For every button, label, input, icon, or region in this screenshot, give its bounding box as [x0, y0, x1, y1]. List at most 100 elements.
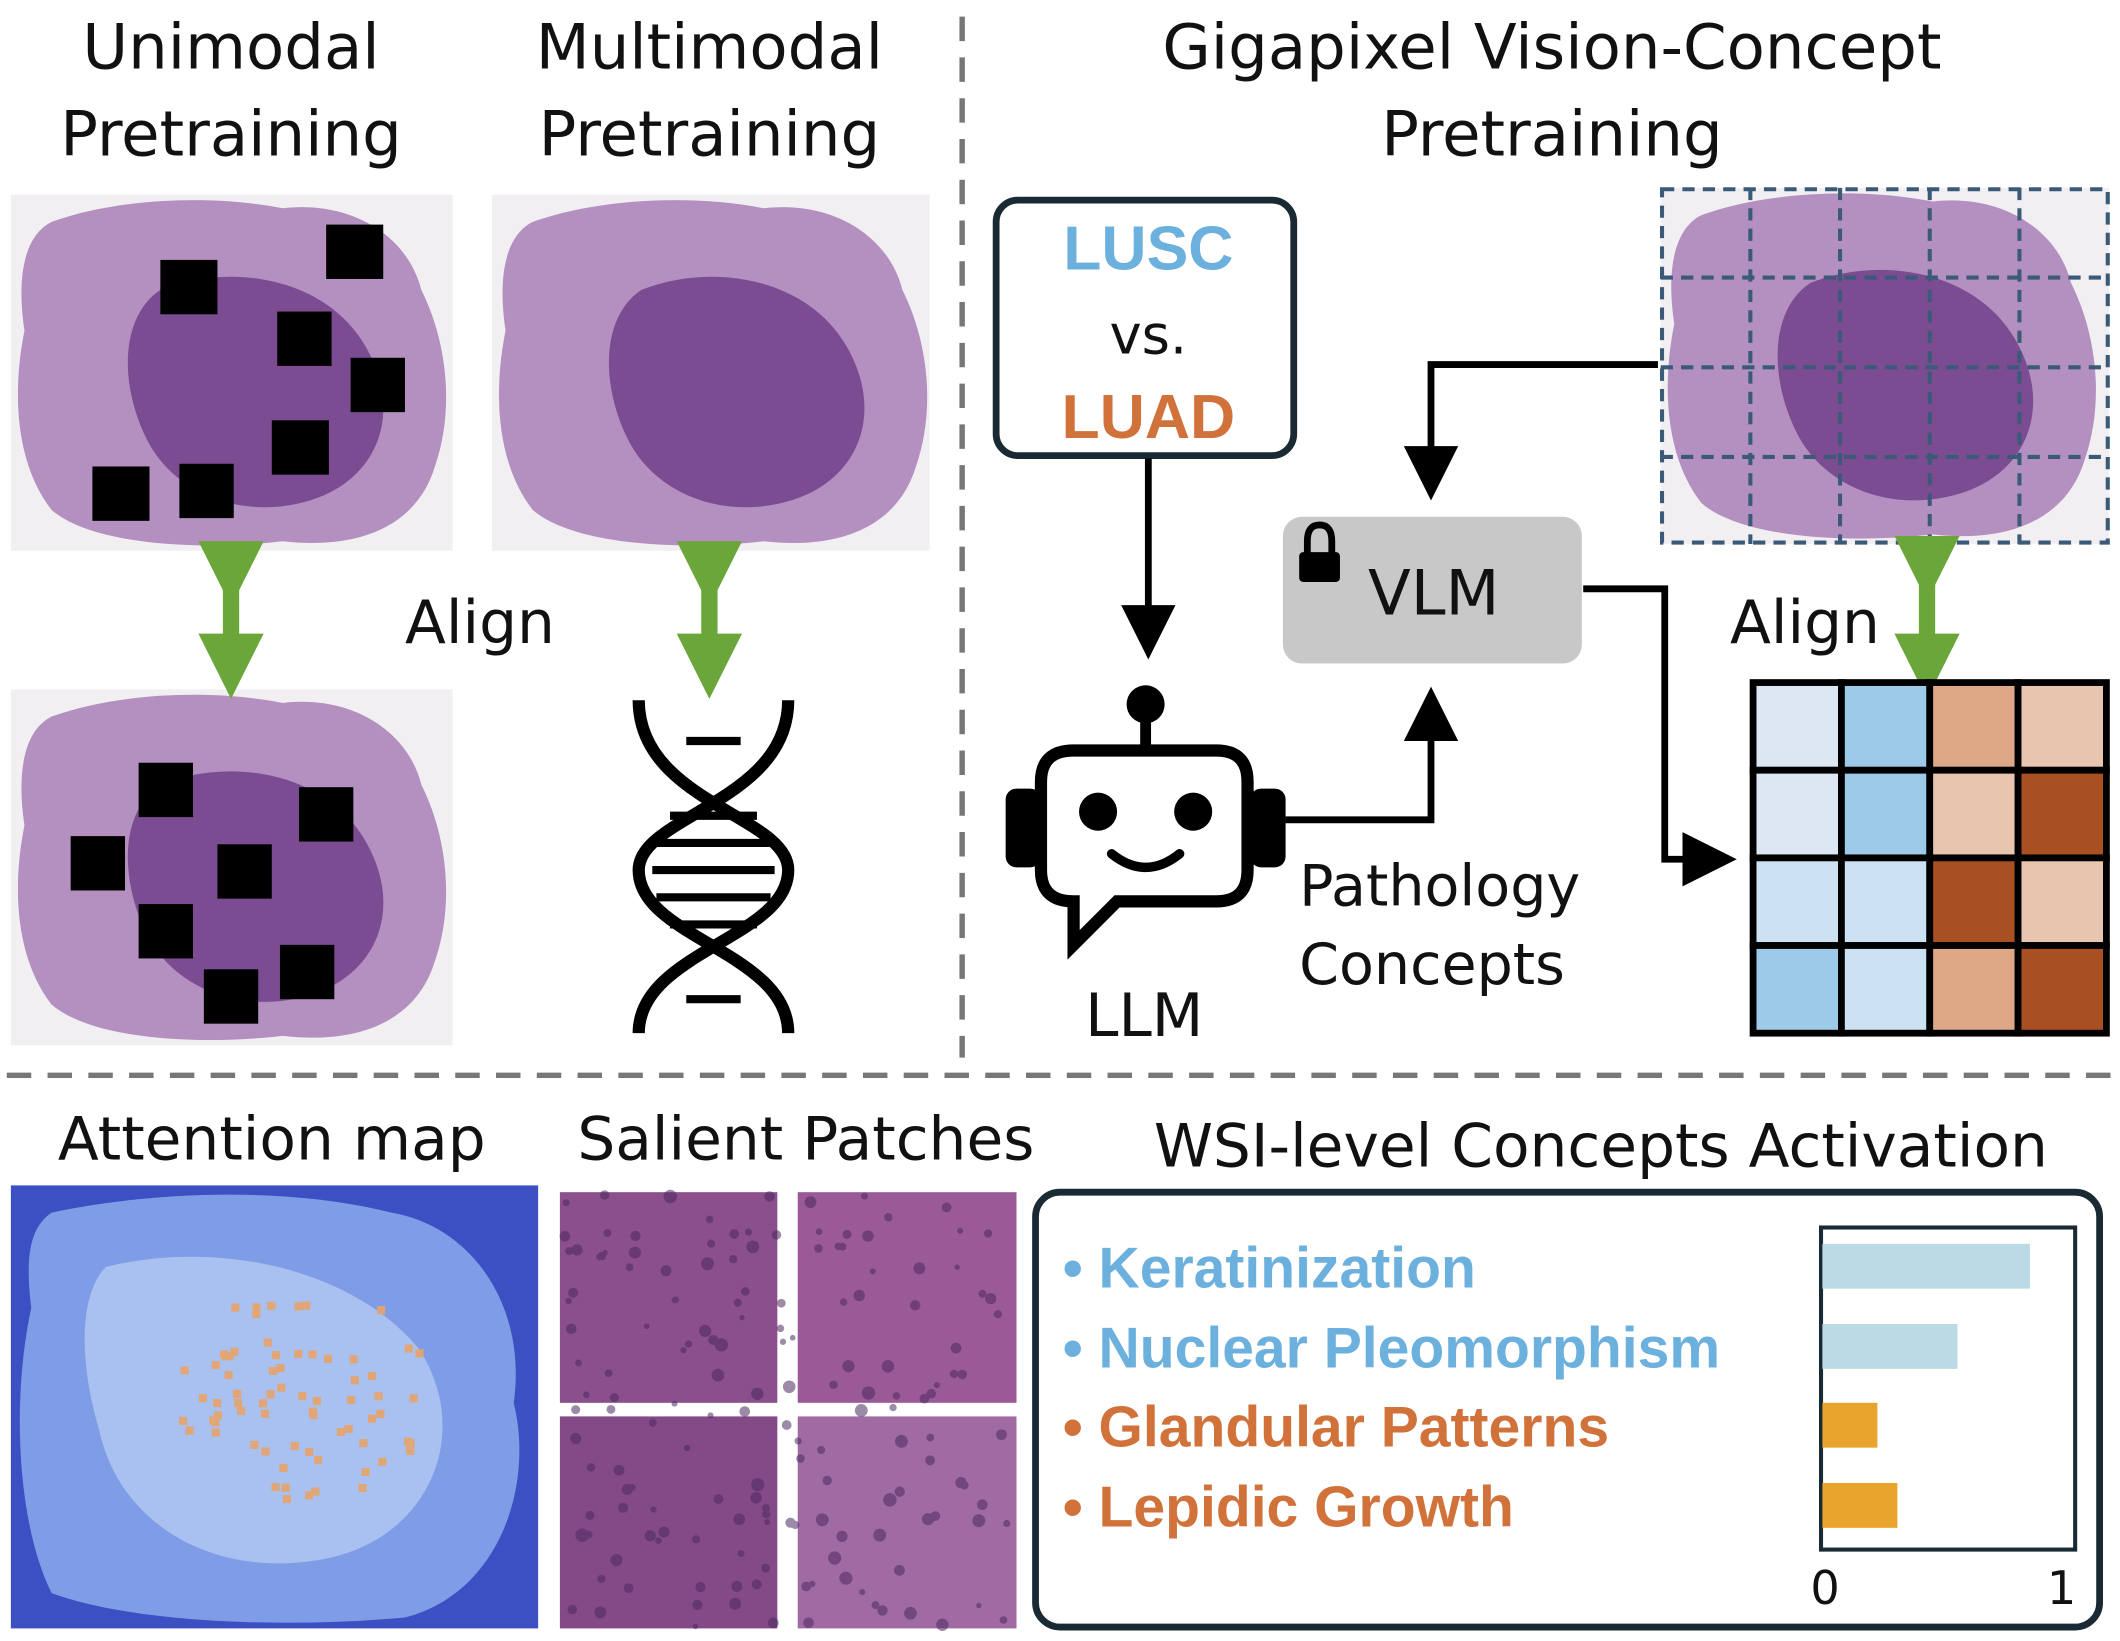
attention-hotspot — [271, 1351, 280, 1360]
nucleus — [707, 1239, 716, 1248]
concept-item: • Nuclear Pleomorphism — [1063, 1316, 1720, 1380]
nucleus — [869, 1268, 876, 1275]
nucleus — [671, 1400, 678, 1407]
attention-hotspot — [406, 1439, 415, 1448]
nucleus — [957, 1227, 964, 1234]
multimodal-title-line2: Pretraining — [539, 97, 881, 170]
nucleus — [999, 1616, 1008, 1624]
nucleus — [926, 1433, 935, 1442]
attention-hotspot — [406, 1446, 415, 1456]
nucleus — [884, 1213, 893, 1222]
nucleus — [609, 1393, 619, 1403]
nucleus — [881, 1360, 895, 1373]
attention-hotspot — [263, 1338, 272, 1347]
attention-hotspot — [230, 1347, 239, 1356]
heatmap-cell — [2014, 766, 2110, 862]
attention-hotspot — [279, 1463, 288, 1473]
attention-hotspot — [198, 1394, 207, 1403]
salient-patches-title: Salient Patches — [577, 1106, 1034, 1175]
nucleus — [584, 1530, 593, 1539]
attention-hotspot — [211, 1361, 220, 1370]
nucleus — [568, 1287, 579, 1298]
concept-item: • Lepidic Growth — [1063, 1475, 1514, 1539]
attention-hotspot — [298, 1392, 307, 1401]
attention-hotspot — [258, 1399, 268, 1408]
nucleus — [650, 1506, 657, 1513]
nucleus — [860, 1192, 869, 1200]
nucleus — [602, 1249, 608, 1256]
wsi-masked-view-1 — [10, 194, 453, 551]
nucleus — [789, 1334, 796, 1341]
attention-hotspot — [211, 1418, 220, 1427]
nucleus — [684, 1444, 691, 1452]
nucleus — [822, 1475, 832, 1486]
activation-bar — [1822, 1402, 1878, 1448]
attention-hotspot — [404, 1344, 413, 1353]
attention-hotspot — [231, 1303, 240, 1312]
attention-hotspot — [312, 1396, 321, 1406]
nucleus — [698, 1324, 712, 1337]
nucleus — [993, 1310, 1003, 1319]
nucleus — [680, 1347, 687, 1354]
wsi-patch-grid — [1659, 187, 2110, 545]
attention-hotspot — [314, 1455, 323, 1464]
nucleus — [978, 1289, 987, 1298]
vlm-label: VLM — [1368, 557, 1500, 630]
attention-hotspot — [305, 1447, 314, 1457]
attention-hotspot — [268, 1366, 278, 1375]
nucleus — [575, 1359, 582, 1367]
heatmap-cell — [1749, 854, 1845, 949]
nucleus — [839, 1298, 848, 1306]
nucleus — [695, 1581, 706, 1593]
nucleus — [617, 1502, 629, 1513]
nucleus — [926, 1388, 937, 1399]
attention-hotspot — [178, 1416, 188, 1425]
salient-patch-2 — [797, 1192, 1017, 1403]
wsi-masked-view-2 — [10, 689, 453, 1046]
nucleus — [794, 1437, 802, 1445]
heatmap-cell — [1749, 942, 1845, 1037]
nucleus — [894, 1486, 905, 1497]
nucleus — [853, 1289, 866, 1302]
wsi-to-vlm-arrow — [1403, 361, 1658, 501]
nucleus — [782, 1380, 796, 1394]
attention-hotspot — [350, 1376, 359, 1385]
nucleus — [889, 1403, 897, 1412]
nucleus — [733, 1298, 742, 1307]
activation-bar — [1822, 1243, 2030, 1289]
heatmap-cell — [1838, 942, 1934, 1037]
nucleus — [586, 1463, 596, 1472]
robot-icon — [1005, 685, 1286, 960]
nucleus — [610, 1554, 623, 1567]
attention-hotspot — [281, 1483, 290, 1492]
nucleus — [559, 1231, 571, 1242]
nucleus — [972, 1514, 986, 1528]
heatmap-cell — [1749, 766, 1845, 862]
nucleus — [955, 1477, 967, 1489]
nucleus — [672, 1296, 680, 1304]
nucleus — [700, 1257, 714, 1271]
attention-hotspot — [213, 1411, 223, 1420]
concepts-to-vlm-arrow — [1285, 686, 1459, 824]
align-label-right: Align — [1730, 589, 1880, 658]
attention-hotspot — [233, 1398, 243, 1408]
dna-icon — [632, 700, 795, 1034]
attention-hotspot — [276, 1364, 285, 1373]
x-tick-0: 0 — [1810, 1561, 1839, 1615]
llm-label: LLM — [1085, 982, 1203, 1051]
attention-hotspot — [415, 1349, 424, 1358]
nucleus — [663, 1189, 678, 1204]
nucleus — [781, 1420, 792, 1430]
heatmap-cell — [1749, 679, 1845, 774]
nucleus — [862, 1230, 874, 1242]
attention-hotspot — [185, 1426, 194, 1435]
attention-hotspot — [213, 1398, 222, 1408]
nucleus — [894, 1564, 905, 1576]
nucleus — [883, 1493, 897, 1507]
nucleus — [861, 1386, 876, 1400]
nucleus — [729, 1254, 738, 1264]
nucleus — [771, 1230, 782, 1240]
nucleus — [566, 1323, 577, 1335]
heatmap-cell — [1926, 766, 2022, 862]
nucleus — [936, 1618, 949, 1631]
